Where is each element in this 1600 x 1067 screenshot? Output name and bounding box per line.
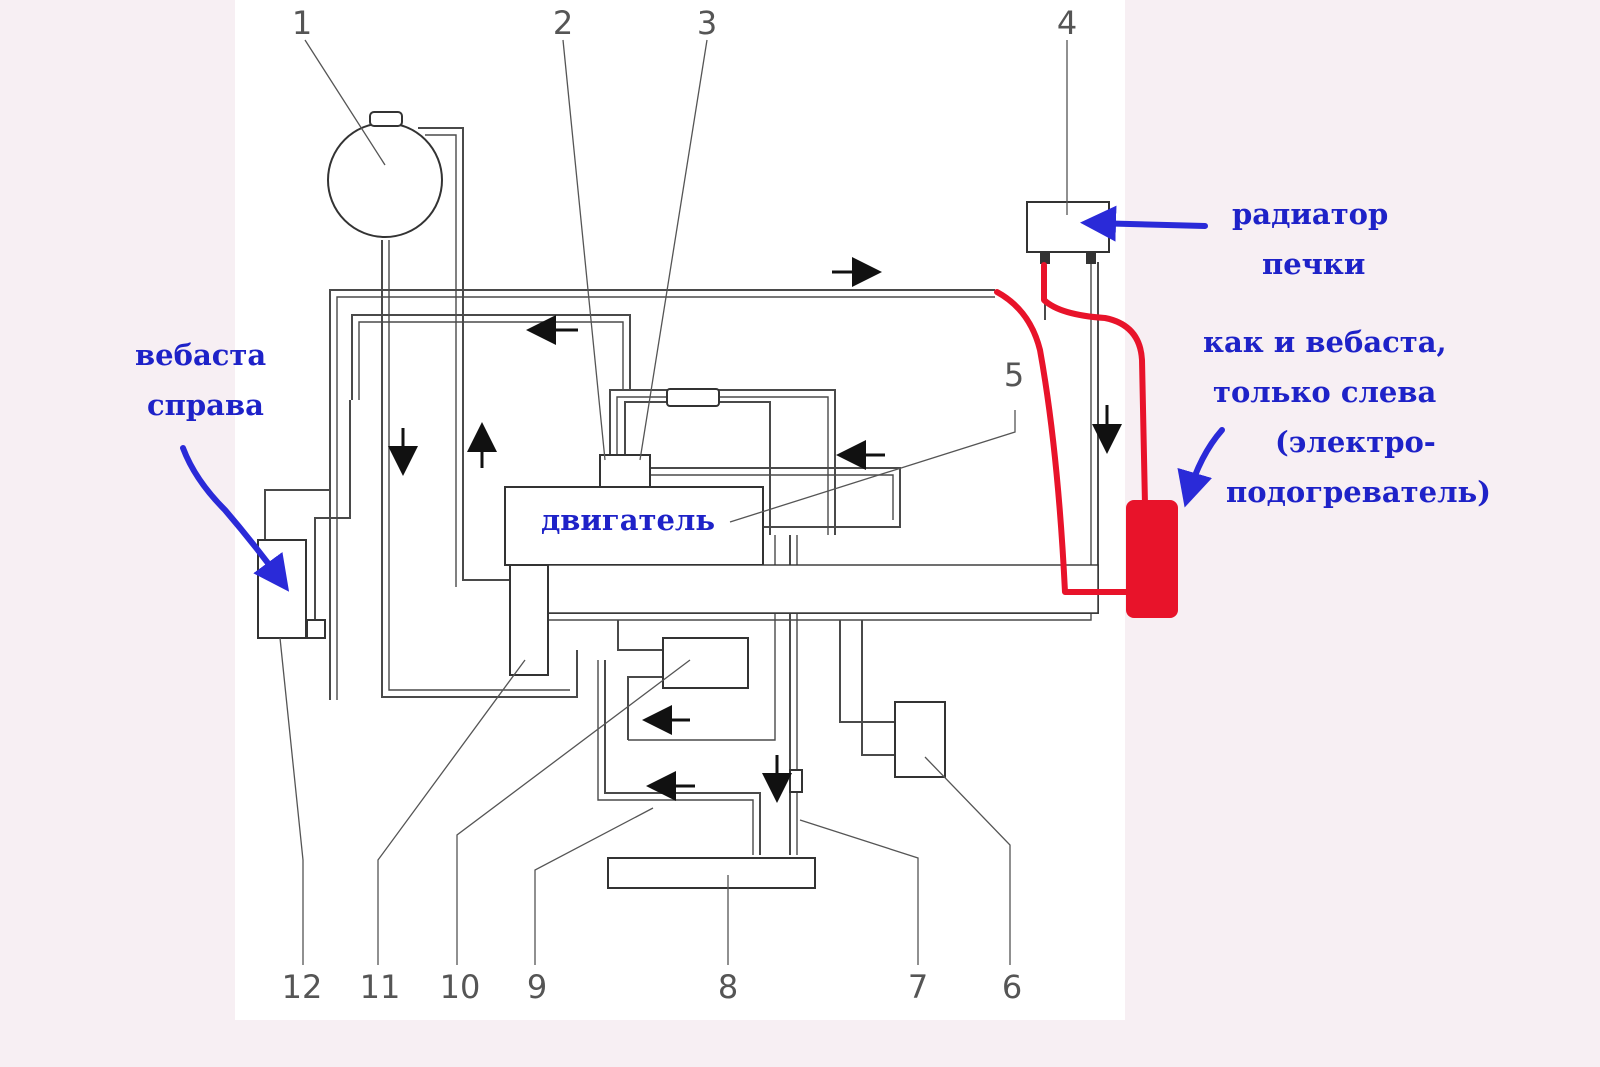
engine-lower-block <box>547 564 1099 614</box>
annotations: вебаста справа радиатор печки как и веба… <box>135 197 1491 509</box>
preheater-pointer <box>1177 427 1225 508</box>
part-number-3: 3 <box>697 4 717 42</box>
heater-radiator-pipe-right <box>1086 252 1096 264</box>
webasto-pump <box>306 619 326 639</box>
heater-radiator-pipe-left <box>1040 252 1050 264</box>
expansion-tank <box>327 122 443 238</box>
part-number-2: 2 <box>553 4 573 42</box>
sensor-block <box>599 454 651 488</box>
part-numbers: 1 2 3 4 5 6 7 8 9 10 11 12 <box>282 4 1078 1006</box>
note-webasto-right-2: справа <box>147 388 264 422</box>
pipe-heater-element <box>666 388 720 407</box>
engine-block <box>504 486 764 566</box>
throttle-body <box>662 637 749 689</box>
heater-radiator <box>1026 201 1110 253</box>
component-6 <box>894 701 946 778</box>
note-preheater-1: как и вебаста, <box>1203 325 1447 359</box>
part-number-9: 9 <box>527 968 547 1006</box>
leader-lines <box>279 39 1068 965</box>
added-electric-heater <box>994 262 1178 618</box>
note-heater-radiator-2: печки <box>1262 247 1365 281</box>
water-pump <box>509 564 549 676</box>
heater-radiator-pointer <box>1080 205 1208 242</box>
part-number-11: 11 <box>360 968 401 1006</box>
note-preheater-3: (электро- <box>1275 425 1436 459</box>
expansion-tank-cap <box>369 111 403 127</box>
part-number-4: 4 <box>1057 4 1077 42</box>
part-number-10: 10 <box>440 968 481 1006</box>
webasto-pointer <box>180 445 290 592</box>
part-number-12: 12 <box>282 968 323 1006</box>
annotation-arrows <box>180 205 1225 592</box>
drain-plug <box>789 769 803 793</box>
main-radiator <box>607 857 816 889</box>
part-number-8: 8 <box>718 968 738 1006</box>
note-preheater-2: только слева <box>1213 375 1437 409</box>
part-number-1: 1 <box>292 4 312 42</box>
part-number-6: 6 <box>1002 968 1022 1006</box>
note-preheater-4: подогреватель) <box>1226 475 1491 509</box>
flow-arrows <box>388 257 1122 803</box>
electric-preheater-icon <box>1126 500 1178 618</box>
note-heater-radiator-1: радиатор <box>1232 197 1388 231</box>
part-number-7: 7 <box>908 968 928 1006</box>
engine-label: двигатель <box>541 503 715 537</box>
note-webasto-right-1: вебаста <box>135 338 266 372</box>
part-number-5: 5 <box>1004 356 1024 394</box>
